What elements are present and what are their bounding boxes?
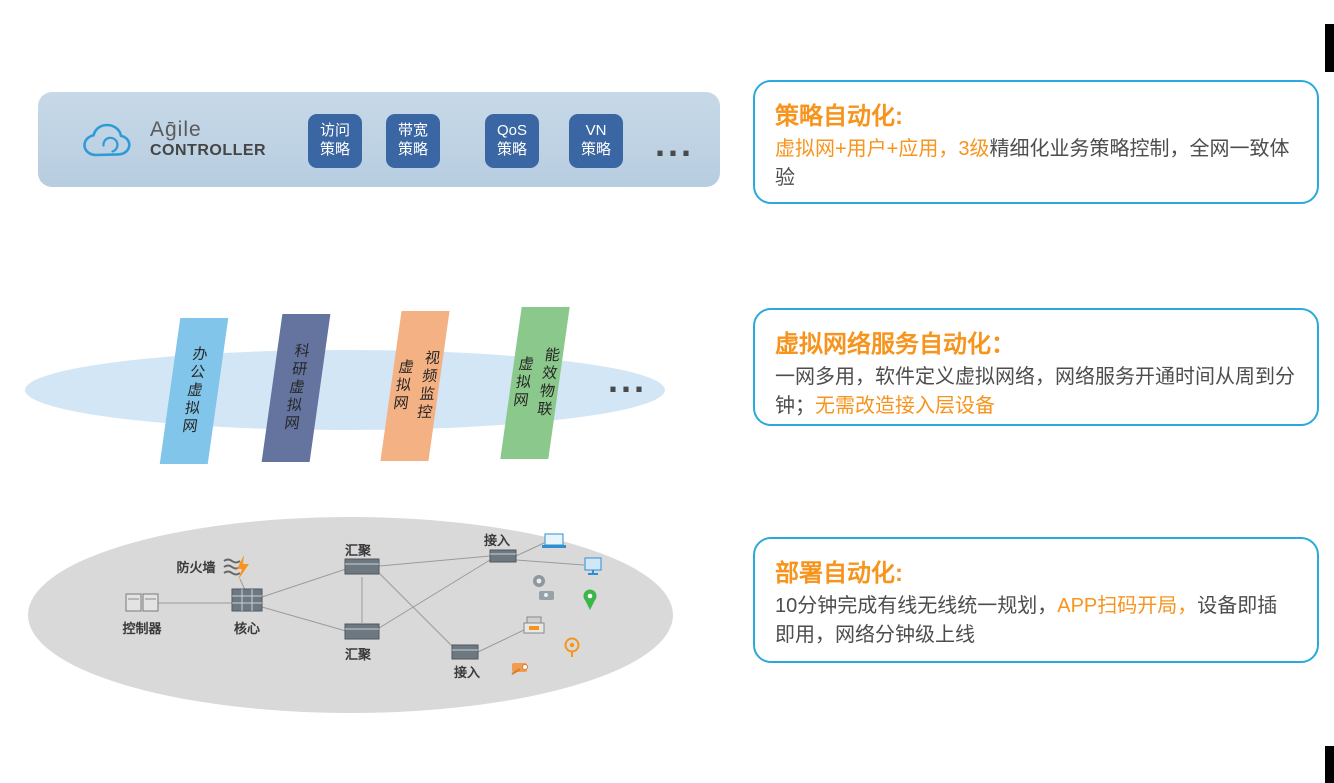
policy-tile-access: 访问 策略 xyxy=(308,114,362,168)
lightning-bolt-icon xyxy=(237,555,249,580)
node-label-access-top: 接入 xyxy=(484,533,510,548)
printer-icon xyxy=(523,616,545,634)
node-label-core: 核心 xyxy=(234,621,260,636)
highlighted-text: 虚拟网+用户+应用，3级 xyxy=(775,138,990,160)
node-label-firewall: 防火墙 xyxy=(176,560,215,575)
monitor-icon xyxy=(584,557,602,575)
node-label-access-bottom: 接入 xyxy=(454,665,480,680)
dome-camera-icon xyxy=(511,663,528,675)
edge-mark-top xyxy=(1325,24,1334,72)
policy-tile-label-line2: 策略 xyxy=(580,141,611,158)
policy-tile-label-line1: QoS xyxy=(496,122,527,140)
ip-camera-icon xyxy=(564,637,580,657)
policy-tile-label-line1: VN xyxy=(585,122,607,140)
ellipsis-dots: ... xyxy=(608,359,648,400)
webcam-icon xyxy=(539,591,554,600)
access-switch-icon xyxy=(489,549,517,563)
callout-title: 策略自动化: xyxy=(775,103,903,130)
core-switch-icon xyxy=(231,588,263,612)
callout-deployment-automation: 部署自动化: 10分钟完成有线无线统一规划，APP扫码开局，设备即插即用，网络分… xyxy=(753,537,1319,663)
callout-title: 虚拟网络服务自动化： xyxy=(775,331,1015,358)
location-pin-icon xyxy=(583,589,597,610)
edge-mark-bottom xyxy=(1325,746,1334,783)
agile-controller-logo: Aḡile CONTROLLER xyxy=(80,92,266,187)
callout-body: 10分钟完成有线无线统一规划，APP扫码开局，设备即插即用，网络分钟级上线 xyxy=(775,592,1297,650)
node-label-aggregation-top: 汇聚 xyxy=(345,543,372,558)
access-switch-icon xyxy=(451,644,479,660)
body-text: 精细化业务策略控制，全网一致体验 xyxy=(775,138,1290,189)
callout-title: 部署自动化: xyxy=(775,560,903,587)
vn-plane-label: 办公虚拟网 xyxy=(179,346,209,436)
callout-body: 虚拟网+用户+应用，3级精细化业务策略控制，全网一致体验 xyxy=(775,135,1297,193)
brand-name: Aḡile xyxy=(150,118,202,142)
body-text: 10分钟完成有线无线统一规划， xyxy=(775,595,1058,617)
laptop-icon xyxy=(542,533,566,548)
policy-tile-label-line2: 策略 xyxy=(496,141,527,158)
callout-body: 一网多用，软件定义虚拟网络，网络服务开通时间从周到分钟；无需改造接入层设备 xyxy=(775,363,1297,421)
cloud-icon xyxy=(83,123,131,156)
vn-plane-office: 办公虚拟网 xyxy=(159,318,229,464)
policy-tile-label-line2: 策略 xyxy=(397,141,428,158)
network-topology: 控制器 核心 防火墙 汇聚 汇聚 接入 接入 xyxy=(122,533,602,680)
firewall-icon xyxy=(223,555,249,580)
physical-network-ellipse xyxy=(28,517,673,713)
policy-tile-vn: VN 策略 xyxy=(569,114,623,168)
callout-policy-automation: 策略自动化: 虚拟网+用户+应用，3级精细化业务策略控制，全网一致体验 xyxy=(753,80,1319,204)
node-label-aggregation-bottom: 汇聚 xyxy=(345,647,372,662)
aggregation-switch-icon xyxy=(344,558,380,575)
callout-virtual-network-service-automation: 虚拟网络服务自动化： 一网多用，软件定义虚拟网络，网络服务开通时间从周到分钟；无… xyxy=(753,308,1319,426)
vn-plane-label: 科研虚拟网 xyxy=(281,343,311,433)
topology-links xyxy=(158,542,585,653)
policy-tile-bandwidth: 带宽 策略 xyxy=(386,114,440,168)
aggregation-switch-icon xyxy=(344,623,380,640)
ellipsis-dots: ... xyxy=(655,123,695,164)
policy-tile-label-line2: 策略 xyxy=(319,141,350,158)
highlighted-text: 无需改造接入层设备 xyxy=(815,395,995,417)
node-label-controller: 控制器 xyxy=(122,621,162,636)
policy-tile-label-line1: 访问 xyxy=(319,122,350,140)
body-text: 设备即插即用，网络分钟级上线 xyxy=(775,595,1278,646)
logo-wordmark: Aḡile CONTROLLER xyxy=(150,118,266,160)
policy-tile-label-line1: 带宽 xyxy=(397,122,428,140)
body-text: 一网多用，软件定义虚拟网络，网络服务开通时间从周到分钟； xyxy=(775,366,1295,417)
camera-icon xyxy=(533,575,545,587)
highlighted-text: APP扫码开局， xyxy=(1057,595,1198,617)
controller-icon xyxy=(125,593,159,612)
agile-controller-bar: Aḡile CONTROLLER 访问 策略 带宽 策略 QoS 策略 VN 策… xyxy=(38,92,720,187)
virtual-network-ellipse xyxy=(25,350,665,430)
policy-tile-qos: QoS 策略 xyxy=(485,114,539,168)
brand-subname: CONTROLLER xyxy=(150,142,267,160)
